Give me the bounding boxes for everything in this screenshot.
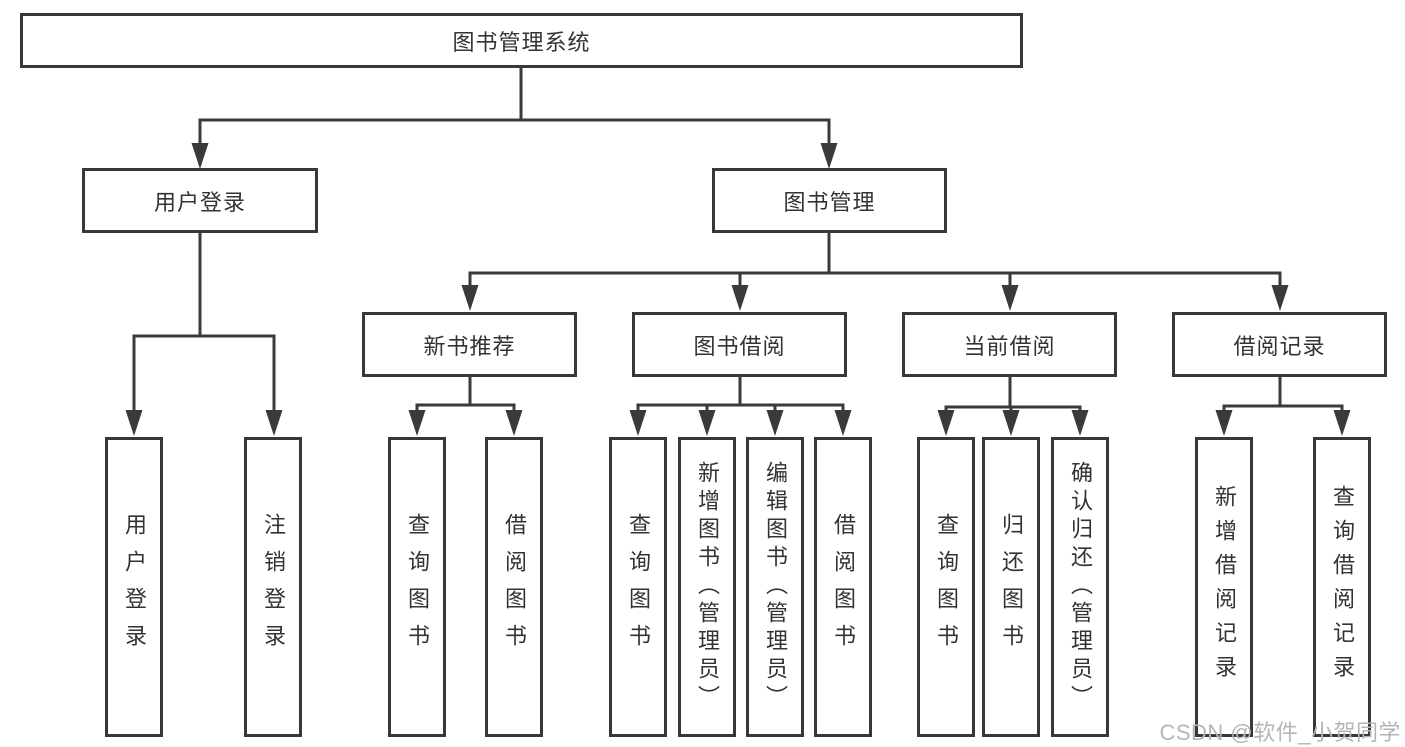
leaf-add-borrow-record: 新增借阅记录 bbox=[1195, 437, 1253, 737]
arrowhead-icons bbox=[125, 143, 1351, 436]
node-label: 新书推荐 bbox=[423, 333, 516, 359]
leaf-label: 查询图书 bbox=[934, 513, 959, 661]
node-label: 当前借阅 bbox=[963, 333, 1056, 359]
leaf-confirm-return-admin: 确认归还（管理员） bbox=[1051, 437, 1109, 737]
node-book-management: 图书管理 bbox=[712, 168, 947, 233]
leaf-label: 借阅图书 bbox=[502, 513, 527, 661]
leaf-label: 注销登录 bbox=[261, 513, 286, 661]
leaf-label: 归还图书 bbox=[999, 513, 1024, 661]
leaf-query-book-1: 查询图书 bbox=[388, 437, 446, 737]
leaf-query-book-3: 查询图书 bbox=[917, 437, 975, 737]
leaf-label: 借阅图书 bbox=[831, 513, 856, 661]
node-label: 借阅记录 bbox=[1233, 333, 1326, 359]
leaf-borrow-book-1: 借阅图书 bbox=[485, 437, 543, 737]
leaf-label: 查询借阅记录 bbox=[1330, 485, 1355, 689]
node-current-borrow: 当前借阅 bbox=[902, 312, 1117, 377]
csdn-watermark: CSDN @软件_小贺同学 bbox=[1159, 720, 1401, 745]
node-label: 图书借阅 bbox=[693, 333, 786, 359]
leaf-label: 编辑图书（管理员） bbox=[763, 461, 788, 713]
node-user-login: 用户登录 bbox=[82, 168, 318, 233]
leaf-label: 确认归还（管理员） bbox=[1068, 461, 1093, 713]
leaf-borrow-book-2: 借阅图书 bbox=[814, 437, 872, 737]
node-borrow-record: 借阅记录 bbox=[1172, 312, 1387, 377]
leaf-edit-book-admin: 编辑图书（管理员） bbox=[746, 437, 804, 737]
leaf-return-book: 归还图书 bbox=[982, 437, 1040, 737]
leaf-label: 用户登录 bbox=[122, 513, 147, 661]
leaf-logout: 注销登录 bbox=[244, 437, 302, 737]
node-new-book-recommend: 新书推荐 bbox=[362, 312, 577, 377]
node-label: 图书管理 bbox=[783, 189, 876, 215]
leaf-label: 查询图书 bbox=[626, 513, 651, 661]
leaf-add-book-admin: 新增图书（管理员） bbox=[678, 437, 736, 737]
leaf-query-book-2: 查询图书 bbox=[609, 437, 667, 737]
leaf-label: 新增图书（管理员） bbox=[695, 461, 720, 713]
leaf-user-login: 用户登录 bbox=[105, 437, 163, 737]
leaf-label: 查询图书 bbox=[405, 513, 430, 661]
leaf-query-borrow-record: 查询借阅记录 bbox=[1313, 437, 1371, 737]
node-label: 图书管理系统 bbox=[452, 29, 591, 55]
node-label: 用户登录 bbox=[153, 189, 246, 215]
node-library-management-system: 图书管理系统 bbox=[20, 13, 1023, 68]
node-book-borrow: 图书借阅 bbox=[632, 312, 847, 377]
leaf-label: 新增借阅记录 bbox=[1212, 485, 1237, 689]
